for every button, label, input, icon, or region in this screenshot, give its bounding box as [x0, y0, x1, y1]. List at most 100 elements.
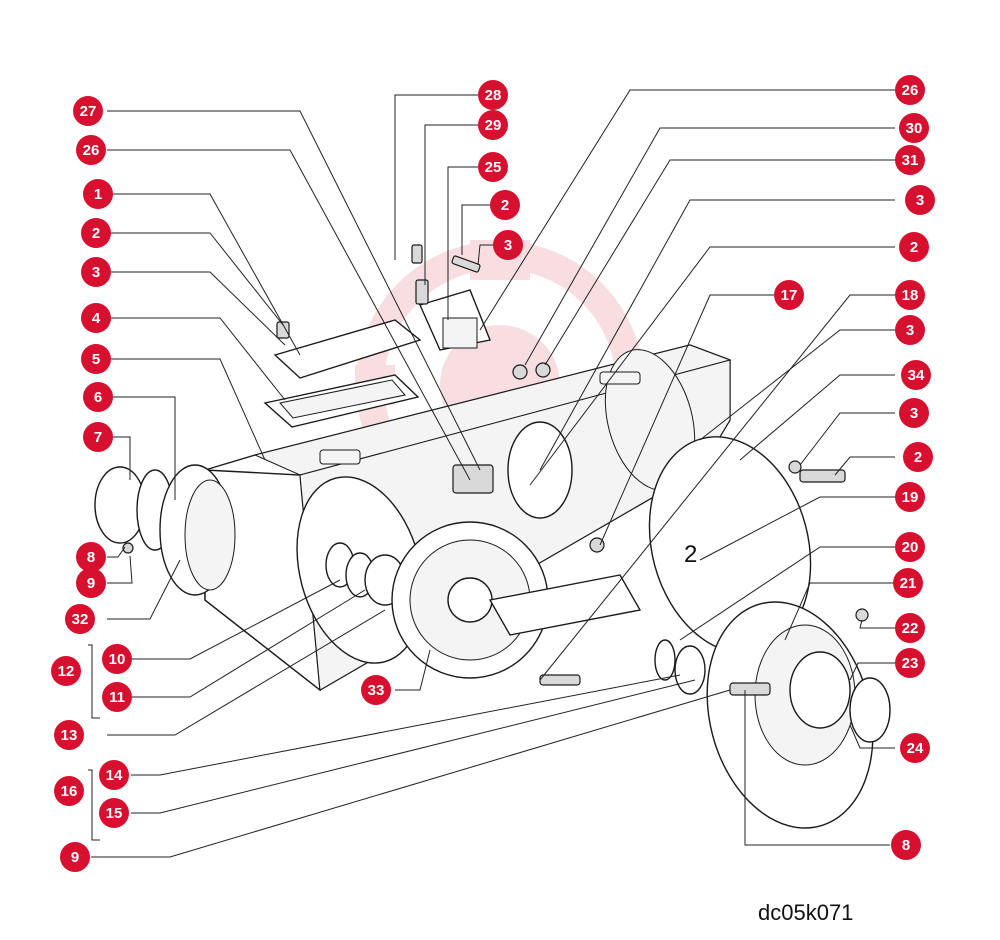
callout-circle	[361, 675, 391, 705]
callout-label: 3	[906, 322, 914, 339]
callout-17: 17	[774, 280, 804, 310]
callout-circle	[81, 344, 111, 374]
callout-label: 33	[368, 682, 385, 699]
callout-20: 20	[895, 532, 925, 562]
callout-circle	[901, 360, 931, 390]
callout-circle	[899, 232, 929, 262]
callout-circle	[478, 80, 508, 110]
callout-markers: 2726123456789321210111314161592829252326…	[51, 75, 935, 872]
callout-34: 34	[901, 360, 931, 390]
callout-8: 8	[76, 542, 106, 572]
callout-circle	[895, 315, 925, 345]
callout-9: 9	[60, 842, 90, 872]
callout-circle	[65, 604, 95, 634]
callout-label: 31	[902, 152, 919, 169]
callout-circle	[73, 96, 103, 126]
callout-2: 2	[81, 218, 111, 248]
callout-label: 13	[61, 727, 78, 744]
callout-label: 1	[94, 186, 102, 203]
callout-5: 5	[81, 344, 111, 374]
callout-circle	[493, 230, 523, 260]
callout-7: 7	[83, 422, 113, 452]
callout-label: 18	[902, 287, 919, 304]
callout-label: 27	[80, 103, 97, 120]
callout-circle	[895, 280, 925, 310]
callout-2: 2	[490, 190, 520, 220]
callout-circle	[99, 798, 129, 828]
callout-label: 2	[910, 239, 918, 256]
callout-label: 26	[902, 82, 919, 99]
callout-label: 9	[71, 849, 79, 866]
callout-11: 11	[102, 682, 132, 712]
callout-label: 24	[907, 740, 924, 757]
sprocket	[391, 521, 642, 679]
callout-circle	[102, 644, 132, 674]
callout-33: 33	[361, 675, 391, 705]
callout-28: 28	[478, 80, 508, 110]
callout-14: 14	[99, 760, 129, 790]
callout-31: 31	[895, 145, 925, 175]
callout-circle	[81, 218, 111, 248]
callout-label: 7	[94, 429, 102, 446]
callout-label: 22	[902, 620, 919, 637]
callout-label: 20	[902, 539, 919, 556]
leader-lines	[88, 89, 895, 858]
callout-circle	[895, 75, 925, 105]
callout-circle	[895, 648, 925, 678]
callout-27: 27	[73, 96, 103, 126]
callout-label: 2	[92, 225, 100, 242]
callout-22: 22	[895, 613, 925, 643]
callout-label: 34	[908, 367, 925, 384]
callout-label: 14	[106, 767, 123, 784]
callout-18: 18	[895, 280, 925, 310]
callout-3: 3	[493, 230, 523, 260]
callout-10: 10	[102, 644, 132, 674]
callout-24: 24	[900, 733, 930, 763]
callout-15: 15	[99, 798, 129, 828]
callout-circle	[76, 542, 106, 572]
callout-label: 28	[485, 87, 502, 104]
callout-circle	[81, 257, 111, 287]
callout-circle	[895, 482, 925, 512]
callout-circle	[81, 303, 111, 333]
callout-circle	[905, 185, 935, 215]
callout-circle	[83, 422, 113, 452]
inline-part-label: 2	[684, 541, 697, 568]
callout-label: 9	[87, 575, 95, 592]
callout-label: 19	[902, 489, 919, 506]
callout-29: 29	[478, 110, 508, 140]
callout-circle	[478, 152, 508, 182]
callout-label: 4	[92, 310, 101, 327]
callout-circle	[99, 760, 129, 790]
callout-8: 8	[891, 830, 921, 860]
callout-circle	[490, 190, 520, 220]
callout-circle	[774, 280, 804, 310]
callout-circle	[895, 613, 925, 643]
callout-label: 3	[916, 192, 924, 209]
callout-label: 3	[910, 405, 918, 422]
callout-32: 32	[65, 604, 95, 634]
callout-25: 25	[478, 152, 508, 182]
callout-circle	[891, 830, 921, 860]
callout-circle	[899, 398, 929, 428]
callout-circle	[102, 682, 132, 712]
callout-30: 30	[899, 113, 929, 143]
drawing-code: dc05k071	[758, 900, 854, 925]
callout-2: 2	[903, 442, 933, 472]
callout-16: 16	[54, 776, 84, 806]
callout-3: 3	[905, 185, 935, 215]
callout-4: 4	[81, 303, 111, 333]
callout-label: 21	[900, 575, 917, 592]
callout-label: 23	[902, 655, 919, 672]
callout-label: 3	[504, 237, 512, 254]
callout-circle	[54, 776, 84, 806]
callout-circle	[76, 568, 106, 598]
callout-circle	[900, 733, 930, 763]
callout-circle	[895, 145, 925, 175]
left-flange-assembly	[94, 464, 236, 596]
callout-circle	[478, 110, 508, 140]
callout-label: 3	[92, 264, 100, 281]
callout-1: 1	[83, 179, 113, 209]
callout-6: 6	[83, 382, 113, 412]
